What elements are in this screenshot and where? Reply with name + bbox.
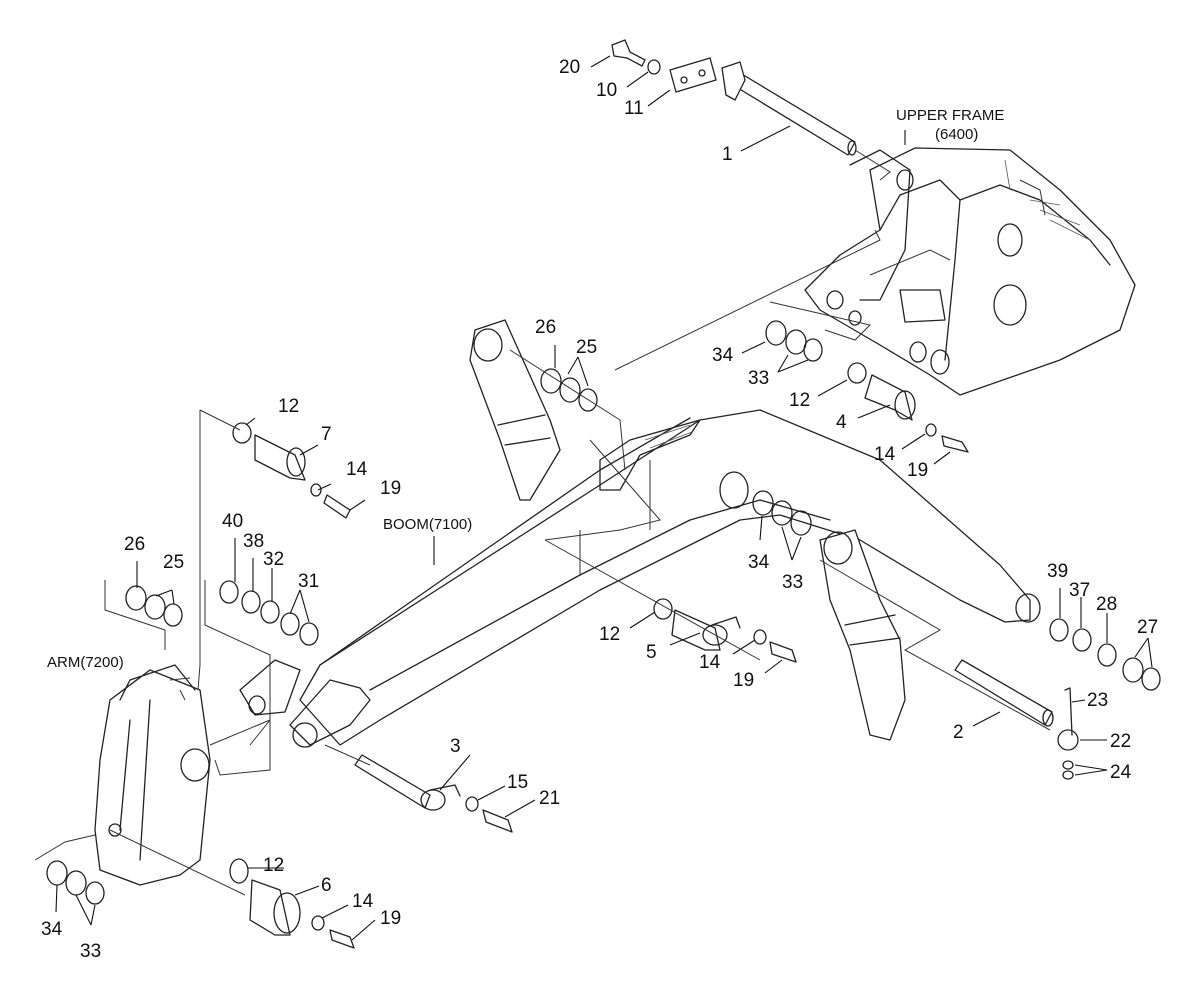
callout-label: 12 bbox=[278, 396, 299, 417]
pin-7-group bbox=[232, 422, 351, 519]
callout-label: 31 bbox=[298, 571, 319, 592]
callout-label: 15 bbox=[507, 772, 528, 793]
washers-34-33-boom bbox=[752, 490, 812, 536]
plate-11 bbox=[669, 57, 717, 93]
leader-lines bbox=[34, 55, 1153, 941]
callout-label: 19 bbox=[733, 670, 754, 691]
pin-2-group bbox=[954, 659, 1079, 780]
callout-label: 25 bbox=[163, 552, 184, 573]
callout-label: 2 bbox=[953, 722, 964, 743]
assembly-names: UPPER FRAME (6400) BOOM(7100) ARM(7200) bbox=[47, 107, 1004, 671]
callout-label: 34 bbox=[41, 919, 63, 940]
upper-frame-label: UPPER FRAME bbox=[896, 107, 1004, 124]
callout-label: 23 bbox=[1087, 690, 1108, 711]
pin-1 bbox=[721, 61, 857, 156]
callout-label: 33 bbox=[782, 572, 803, 593]
callout-label: 5 bbox=[646, 642, 657, 663]
bolt-20 bbox=[611, 39, 646, 67]
callout-label: 19 bbox=[380, 478, 401, 499]
arm bbox=[94, 664, 211, 886]
callout-label: 26 bbox=[535, 317, 556, 338]
callout-label: 12 bbox=[789, 390, 810, 411]
callout-label: 19 bbox=[907, 460, 928, 481]
callout-label: 12 bbox=[263, 855, 284, 876]
callout-label: 26 bbox=[124, 534, 145, 555]
boom-cylinder-lower bbox=[819, 529, 906, 741]
callout-label: 24 bbox=[1110, 762, 1132, 783]
callout-label: 40 bbox=[222, 511, 243, 532]
callout-label: 34 bbox=[748, 552, 770, 573]
washers-34-33-arm bbox=[46, 860, 105, 905]
callout-label: 33 bbox=[748, 368, 769, 389]
callout-label: 4 bbox=[836, 412, 847, 433]
callout-label: 32 bbox=[263, 549, 284, 570]
callout-label: 10 bbox=[596, 80, 617, 101]
pin-3-group bbox=[354, 754, 513, 833]
boom bbox=[239, 409, 1041, 748]
callout-label: 34 bbox=[712, 345, 734, 366]
callout-label: 37 bbox=[1069, 580, 1090, 601]
callout-label: 19 bbox=[380, 908, 401, 929]
pin-6-group bbox=[229, 858, 355, 949]
callout-label: 14 bbox=[874, 444, 896, 465]
callout-label: 39 bbox=[1047, 561, 1068, 582]
arm-label: ARM(7200) bbox=[47, 654, 124, 671]
boom-label: BOOM(7100) bbox=[383, 516, 472, 533]
upper-frame-code: (6400) bbox=[935, 126, 978, 143]
callout-label: 11 bbox=[624, 98, 644, 119]
callout-label: 14 bbox=[699, 652, 721, 673]
callout-label: 7 bbox=[321, 424, 332, 445]
callout-label: 22 bbox=[1110, 731, 1131, 752]
pin-5-group bbox=[653, 598, 797, 663]
washers-26-25-upper bbox=[540, 368, 598, 412]
callout-labels: 20 10 11 1 26 25 34 33 12 4 14 19 12 7 1… bbox=[41, 57, 1158, 962]
pin-4-group bbox=[765, 320, 969, 453]
callout-label: 3 bbox=[450, 736, 461, 757]
callout-label: 12 bbox=[599, 624, 620, 645]
washers-39-37-28-27 bbox=[1049, 618, 1161, 691]
callout-label: 20 bbox=[559, 57, 580, 78]
boom-cylinder-upper bbox=[469, 319, 561, 501]
callout-label: 6 bbox=[321, 875, 332, 896]
callout-label: 14 bbox=[346, 459, 368, 480]
callout-label: 21 bbox=[539, 788, 560, 809]
callout-label: 33 bbox=[80, 941, 101, 962]
washers-26-25-left bbox=[125, 585, 183, 627]
callout-label: 38 bbox=[243, 531, 264, 552]
callout-label: 14 bbox=[352, 891, 374, 912]
callout-label: 27 bbox=[1137, 617, 1158, 638]
callout-label: 28 bbox=[1096, 594, 1117, 615]
upper-frame bbox=[804, 147, 1136, 396]
washer-10 bbox=[647, 59, 661, 75]
callout-label: 1 bbox=[722, 144, 733, 165]
callout-label: 25 bbox=[576, 337, 597, 358]
